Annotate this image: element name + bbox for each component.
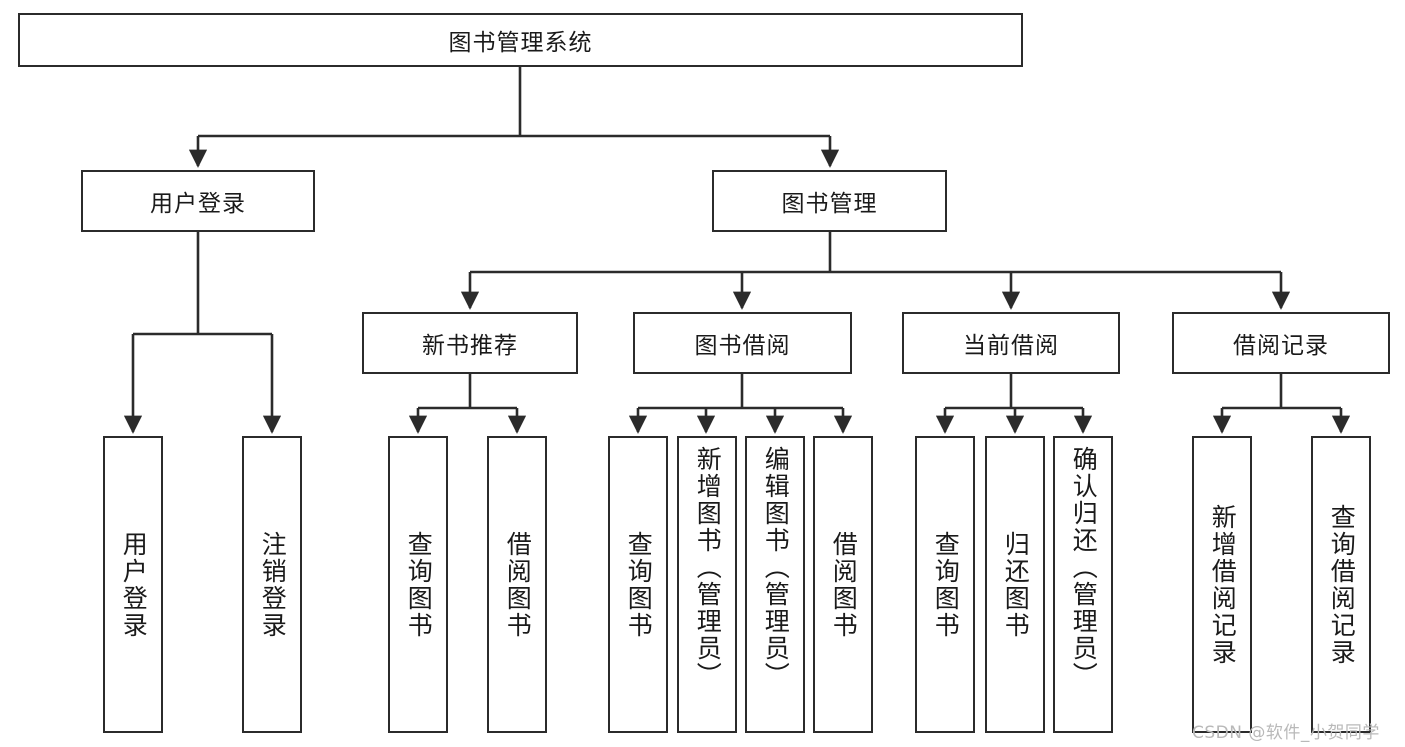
node-leaf-query-book-borrow[interactable]: 查询图书 — [608, 436, 668, 733]
node-book-manage-label: 图书管理 — [781, 191, 878, 217]
csdn-watermark: CSDN @软件_小贺同学 — [1192, 723, 1380, 743]
node-root-label: 图书管理系统 — [448, 30, 593, 56]
node-leaf-query-book-current-label: 查询图书 — [931, 530, 961, 639]
node-book-borrow-label: 图书借阅 — [694, 333, 791, 359]
node-leaf-borrow-book-recommend-label: 借阅图书 — [503, 530, 533, 639]
node-borrow-record[interactable]: 借阅记录 — [1172, 312, 1390, 374]
node-leaf-add-borrow-record-label: 新增借阅记录 — [1208, 503, 1238, 666]
node-root[interactable]: 图书管理系统 — [18, 13, 1023, 67]
node-book-manage[interactable]: 图书管理 — [712, 170, 947, 232]
node-new-book-recommend[interactable]: 新书推荐 — [362, 312, 578, 374]
node-leaf-add-book-admin-label: 新增图书（管理员） — [693, 446, 723, 689]
node-leaf-return-book[interactable]: 归还图书 — [985, 436, 1045, 733]
node-leaf-query-book-borrow-label: 查询图书 — [624, 530, 654, 639]
node-leaf-query-borrow-record-label: 查询借阅记录 — [1327, 503, 1357, 666]
node-leaf-query-book-current[interactable]: 查询图书 — [915, 436, 975, 733]
node-borrow-record-label: 借阅记录 — [1233, 333, 1329, 359]
node-leaf-query-book-recommend-label: 查询图书 — [404, 530, 434, 639]
node-leaf-add-book-admin[interactable]: 新增图书（管理员） — [677, 436, 737, 733]
node-leaf-add-borrow-record[interactable]: 新增借阅记录 — [1192, 436, 1252, 733]
node-leaf-edit-book-admin-label: 编辑图书（管理员） — [761, 446, 791, 689]
node-leaf-query-book-recommend[interactable]: 查询图书 — [388, 436, 448, 733]
node-leaf-return-book-label: 归还图书 — [1001, 530, 1031, 639]
node-user-login[interactable]: 用户登录 — [81, 170, 315, 232]
node-user-login-label: 用户登录 — [150, 191, 246, 217]
node-leaf-borrow-book[interactable]: 借阅图书 — [813, 436, 873, 733]
node-leaf-borrow-book-recommend[interactable]: 借阅图书 — [487, 436, 547, 733]
node-leaf-query-borrow-record[interactable]: 查询借阅记录 — [1311, 436, 1371, 733]
node-book-borrow[interactable]: 图书借阅 — [633, 312, 852, 374]
node-leaf-edit-book-admin[interactable]: 编辑图书（管理员） — [745, 436, 805, 733]
node-leaf-confirm-return-admin-label: 确认归还（管理员） — [1069, 446, 1099, 689]
node-current-borrow[interactable]: 当前借阅 — [902, 312, 1120, 374]
node-leaf-user-login[interactable]: 用户登录 — [103, 436, 163, 733]
node-leaf-borrow-book-label: 借阅图书 — [829, 530, 859, 639]
node-leaf-user-login-label: 用户登录 — [119, 530, 149, 639]
node-leaf-confirm-return-admin[interactable]: 确认归还（管理员） — [1053, 436, 1113, 733]
node-current-borrow-label: 当前借阅 — [963, 333, 1059, 359]
node-leaf-logout[interactable]: 注销登录 — [242, 436, 302, 733]
node-leaf-logout-label: 注销登录 — [258, 530, 288, 639]
node-new-book-recommend-label: 新书推荐 — [422, 333, 518, 359]
